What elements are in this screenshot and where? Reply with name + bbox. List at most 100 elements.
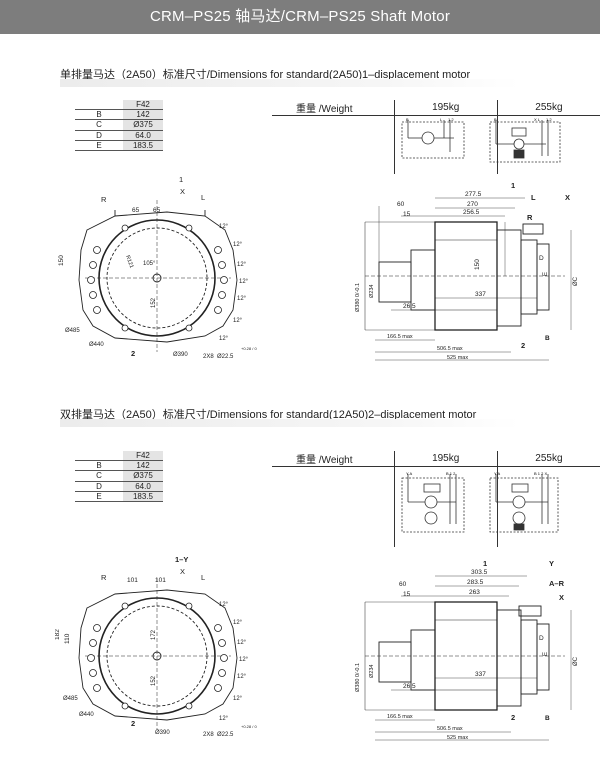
weight-value-1: 195kg <box>393 100 498 116</box>
dims-value: 64.0 <box>123 130 163 141</box>
dims-value: 64.0 <box>123 481 163 492</box>
weight-label: 重量 /Weight <box>272 100 395 116</box>
dims-key: C <box>75 470 123 482</box>
dim-105: 105° <box>143 261 156 267</box>
dim-22-5: Ø22.5 <box>217 354 234 360</box>
dim-506-5: 506.5 max <box>437 346 463 352</box>
dim-15: 15 <box>403 211 411 218</box>
dim-525: 525 max <box>447 355 468 361</box>
svg-text:1 2: 1 2 <box>546 117 552 122</box>
dims-value: 183.5 <box>123 140 163 151</box>
dim-506-5: 506.5 max <box>437 726 463 732</box>
dim-101-a: 101 <box>127 577 138 584</box>
dim-440: Ø440 <box>79 712 94 718</box>
dim-166-5: 166.5 max <box>387 714 413 720</box>
page-title: CRM–PS25 轴马达/CRM–PS25 Shaft Motor <box>149 8 451 25</box>
svg-text:B: B <box>494 117 497 122</box>
dim-60: 60 <box>397 201 405 208</box>
dims-key: E <box>75 140 123 151</box>
dim-283-5: 283.5 <box>467 579 484 586</box>
side-label-b: B <box>545 335 550 342</box>
weight-value-2: 255kg <box>496 100 600 116</box>
side-label-2: 2 <box>511 713 515 722</box>
dim-15: 15 <box>403 591 411 598</box>
dim-26-5: 26.5 <box>403 303 416 310</box>
angle-12: 12° <box>233 242 243 248</box>
angle-12: 12° <box>219 716 229 722</box>
front-label-1: 1 <box>179 175 183 184</box>
dim-256-5: 256.5 <box>463 209 480 216</box>
dims-value: 142 <box>123 109 163 121</box>
dim-440: Ø440 <box>89 342 104 348</box>
dim-270: 270 <box>467 201 478 208</box>
side-label-r: R <box>527 213 533 222</box>
dim-r121: R121 <box>124 255 134 269</box>
side-label-d: D <box>539 255 544 262</box>
angle-12: 12° <box>219 336 229 342</box>
dims-value: Ø375 <box>123 470 163 482</box>
side-label-y: Y <box>549 560 554 568</box>
dim-2x8: 2X8 <box>203 354 214 360</box>
side-label-c: ØC <box>573 276 579 286</box>
hydraulic-schematic-3: Y A B 1 2 <box>401 471 465 533</box>
front-label-2: 2 <box>131 349 135 358</box>
dim-60: 60 <box>399 581 407 588</box>
front-label-2: 2 <box>131 719 135 728</box>
front-view-drawing-2: 1–Y R X L 101 101 182 110 172 152 12° 12… <box>55 555 257 738</box>
section-1-title: 单排量马达（2A50）标准尺寸/Dimensions for standard(… <box>60 69 471 81</box>
side-label-c: ØC <box>573 656 579 666</box>
svg-text:L: L <box>440 117 443 122</box>
svg-text:B 1 2 X: B 1 2 X <box>534 471 547 476</box>
dim-tolerance: +0.28 / 0 <box>241 346 257 351</box>
front-label-1y: 1–Y <box>175 555 188 564</box>
dim-2x8: 2X8 <box>203 732 214 738</box>
section-2-title: 双排量马达（2A50）标准尺寸/Dimensions for standard(… <box>60 409 477 421</box>
dim-110: 110 <box>64 633 71 644</box>
dim-65-b: 65 <box>153 207 161 214</box>
angle-12: 12° <box>237 296 247 302</box>
dims-value: 142 <box>123 460 163 472</box>
dim-277-5: 277.5 <box>465 191 482 198</box>
front-label-x: X <box>180 187 185 196</box>
dim-337: 337 <box>475 671 486 678</box>
front-label-l: L <box>201 573 205 582</box>
angle-12: 12° <box>239 279 249 285</box>
dim-234: Ø234 <box>369 285 375 298</box>
dim-485: Ø485 <box>63 696 78 702</box>
section-1-bar <box>60 79 520 87</box>
angle-12: 12° <box>237 674 247 680</box>
side-label-1: 1 <box>511 181 515 190</box>
dim-150-side: 150 <box>474 259 481 270</box>
dim-26-5: 26.5 <box>403 683 416 690</box>
side-label-l: L <box>531 193 536 202</box>
dims-key: D <box>75 481 123 492</box>
side-label-d: D <box>539 635 544 642</box>
dim-101-b: 101 <box>155 577 166 584</box>
svg-text:Y A: Y A <box>406 471 412 476</box>
side-label-b: B <box>545 715 550 722</box>
dim-166-5: 166.5 max <box>387 334 413 340</box>
front-label-l: L <box>201 193 205 202</box>
dim-263: 263 <box>469 589 480 596</box>
side-label-x: X <box>559 593 564 602</box>
side-label-e: E <box>543 272 549 276</box>
dim-485: Ø485 <box>65 328 80 334</box>
dim-380: Ø380 0/-0.1 <box>355 663 361 692</box>
dim-152: 152 <box>151 675 157 686</box>
section-2-weight-table: 重量 /Weight 195kg 255kg <box>272 451 600 547</box>
dim-65-a: 65 <box>132 207 140 214</box>
dim-172: 172 <box>151 629 157 640</box>
side-view-drawing-1: 1 L R X 277.5 270 256.5 60 15 150 337 26… <box>355 181 579 361</box>
angle-12: 12° <box>233 620 243 626</box>
dim-234: Ø234 <box>369 665 375 678</box>
front-label-x: X <box>180 567 185 576</box>
front-view-drawing-1: 1 R X L 65 65 150 105° R121 152 12° 12° … <box>58 175 257 360</box>
angle-12: 12° <box>233 318 243 324</box>
dim-182: 182 <box>55 629 61 640</box>
dim-150: 150 <box>58 255 65 266</box>
svg-text:B 1 2: B 1 2 <box>446 471 456 476</box>
